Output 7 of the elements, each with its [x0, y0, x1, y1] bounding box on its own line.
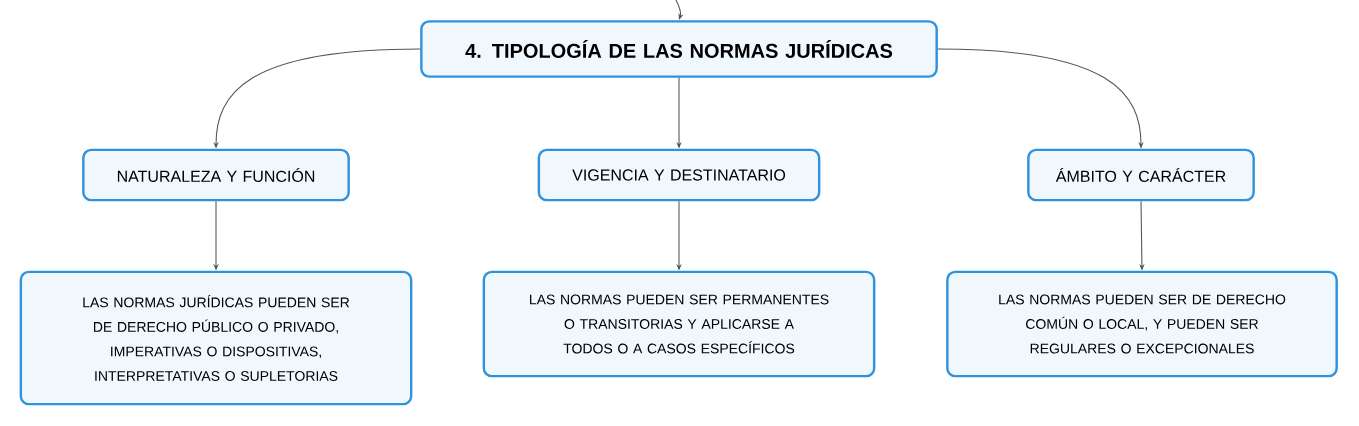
description-box: LAS NORMAS PUEDEN SER DE DERECHO COMÚN O LOCAL, Y PUEDEN SER REGULARES O EXCEPCIONALES [946, 270, 1338, 378]
topic-box: NATURALEZA Y FUNCIÓN [82, 148, 350, 202]
description-box: LAS NORMAS JURÍDICAS PUEDEN SER DE DERECHO PÚBLICO O PRIVADO, IMPERATIVAS O DISPOSITIVAS, INTERPRETATIVAS O SUPLETORIAS [19, 270, 413, 406]
title-box: 4. TIPOLOGÍA DE LAS NORMAS JURÍDICAS [420, 20, 938, 78]
topic-box: VIGENCIA Y DESTINATARIO [537, 148, 821, 202]
topic-box: ÁMBITO Y CARÁCTER [1027, 148, 1255, 202]
description-box: LAS NORMAS PUEDEN SER PERMANENTES O TRANSITORIAS Y APLICARSE A TODOS O A CASOS ESPECÍFICOS [482, 270, 876, 378]
